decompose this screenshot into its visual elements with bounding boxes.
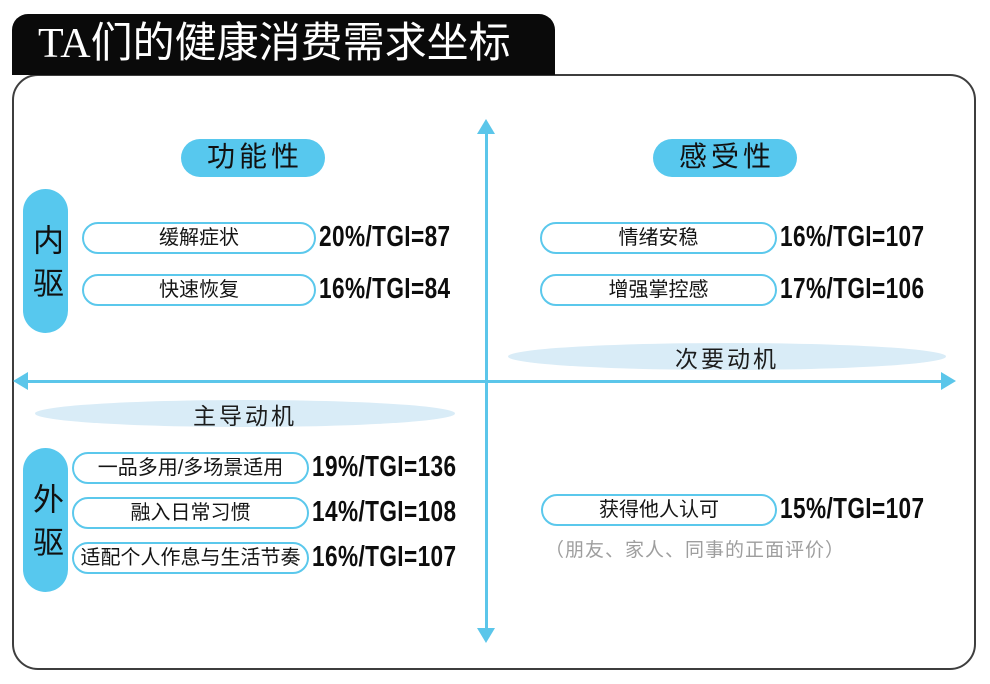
quadrant-top-right: 情绪安稳 16%/TGI=107 增强掌控感 17%/TGI=106 [540, 221, 965, 306]
horizontal-axis [26, 380, 943, 383]
item-row: 融入日常习惯 14%/TGI=108 [72, 496, 497, 529]
item-pill: 缓解症状 [82, 221, 316, 254]
item-row: 一品多用/多场景适用 19%/TGI=136 [72, 451, 497, 484]
item-value: 16%/TGI=84 [319, 273, 451, 305]
page-title: TA们的健康消费需求坐标 [12, 14, 555, 75]
axis-label-secondary-motive: 次要动机 [508, 343, 946, 372]
item-row: 快速恢复 16%/TGI=84 [82, 273, 488, 306]
item-value: 15%/TGI=107 [780, 493, 925, 525]
item-row: 情绪安稳 16%/TGI=107 [540, 221, 965, 254]
item-row: 获得他人认可 15%/TGI=107 [541, 493, 965, 526]
item-pill: 情绪安稳 [540, 221, 777, 254]
axis-arrow-left-icon [13, 372, 28, 390]
item-pill: 一品多用/多场景适用 [72, 451, 309, 484]
item-value: 19%/TGI=136 [312, 451, 457, 483]
item-value: 14%/TGI=108 [312, 496, 457, 528]
drive-label-external: 外驱 [23, 448, 68, 592]
item-value: 20%/TGI=87 [319, 221, 451, 253]
drive-label-internal: 内驱 [23, 189, 68, 333]
quadrant-top-left: 缓解症状 20%/TGI=87 快速恢复 16%/TGI=84 [82, 221, 488, 306]
item-note: （朋友、家人、同事的正面评价） [545, 540, 846, 561]
quadrant-bottom-left: 一品多用/多场景适用 19%/TGI=136 融入日常习惯 14%/TGI=10… [72, 451, 497, 574]
quadrant-bottom-right: 获得他人认可 15%/TGI=107 （朋友、家人、同事的正面评价） [541, 493, 965, 562]
axis-arrow-right-icon [941, 372, 956, 390]
item-value: 16%/TGI=107 [312, 541, 457, 573]
axis-arrow-down-icon [477, 628, 495, 643]
item-value: 17%/TGI=106 [780, 273, 925, 305]
item-pill: 获得他人认可 [541, 493, 777, 526]
item-pill: 适配个人作息与生活节奏 [72, 541, 309, 574]
quadrant-label-functional: 功能性 [181, 139, 325, 177]
outer-frame [12, 74, 976, 670]
item-row: 增强掌控感 17%/TGI=106 [540, 273, 965, 306]
axis-arrow-up-icon [477, 119, 495, 134]
item-row: 缓解症状 20%/TGI=87 [82, 221, 488, 254]
item-pill: 快速恢复 [82, 273, 316, 306]
item-value: 16%/TGI=107 [780, 221, 925, 253]
item-pill: 融入日常习惯 [72, 496, 309, 529]
item-pill: 增强掌控感 [540, 273, 777, 306]
axis-label-dominant-motive: 主导动机 [35, 400, 455, 429]
item-row: 适配个人作息与生活节奏 16%/TGI=107 [72, 541, 497, 574]
quadrant-label-perceptual: 感受性 [653, 139, 797, 177]
